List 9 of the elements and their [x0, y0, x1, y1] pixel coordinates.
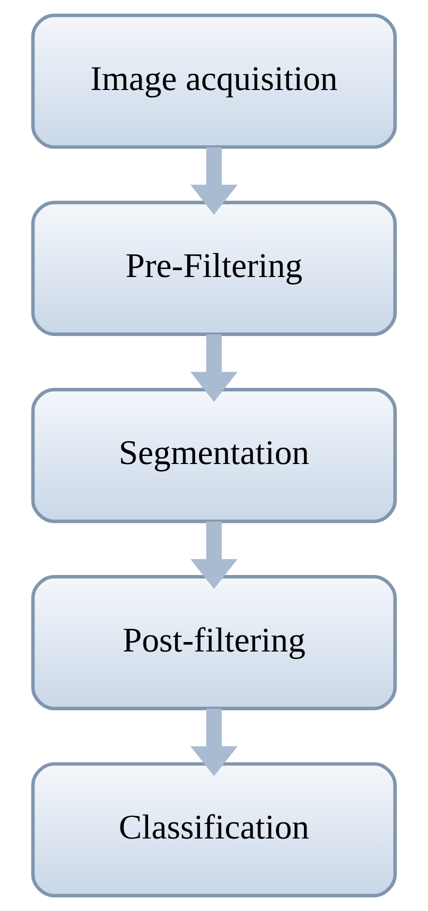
arrow — [190, 147, 238, 215]
arrow — [190, 708, 238, 776]
node-box: Pre-Filtering — [31, 200, 397, 336]
arrow — [190, 334, 238, 402]
node-box: Post-filtering — [31, 575, 397, 710]
arrow — [190, 521, 238, 589]
node-box: Classification — [31, 762, 397, 898]
node-box: Image acquisition — [31, 14, 397, 149]
node-box: Segmentation — [31, 388, 397, 524]
